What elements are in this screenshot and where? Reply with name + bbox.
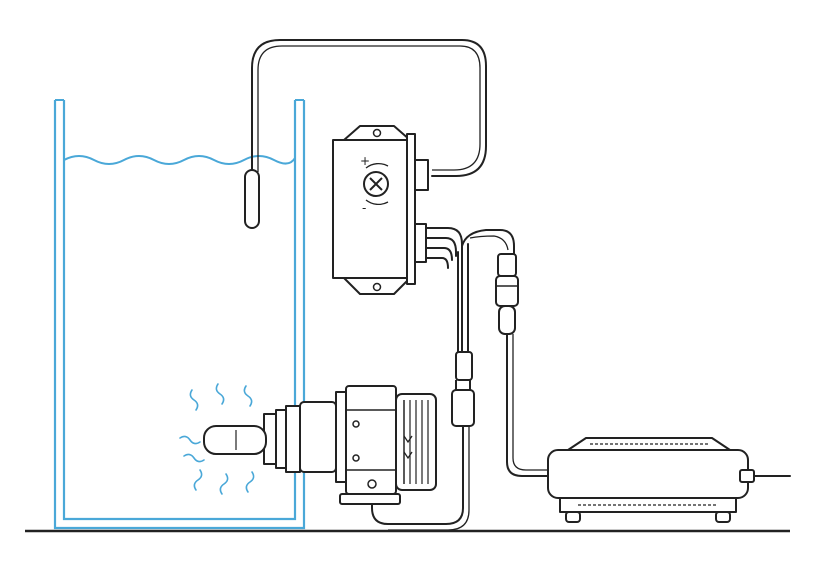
power-cable xyxy=(461,229,515,255)
heating-element xyxy=(203,425,267,455)
increase-symbol: + xyxy=(360,154,370,168)
power-supply xyxy=(547,437,755,523)
controller-cable-bundle xyxy=(425,227,463,269)
temperature-probe xyxy=(244,169,260,229)
adjust-knob-icon: + - xyxy=(360,154,389,215)
wall-fitting xyxy=(263,405,301,473)
tank xyxy=(53,99,306,530)
pump-motor xyxy=(299,385,437,505)
pump-cable xyxy=(457,243,469,357)
controller-box xyxy=(332,125,429,295)
inline-plug xyxy=(451,351,475,427)
water-surface xyxy=(63,155,296,165)
decrease-symbol: - xyxy=(362,201,366,215)
sensor-cable xyxy=(251,39,487,177)
connector-plug xyxy=(495,253,519,335)
heat-glow xyxy=(179,383,255,495)
